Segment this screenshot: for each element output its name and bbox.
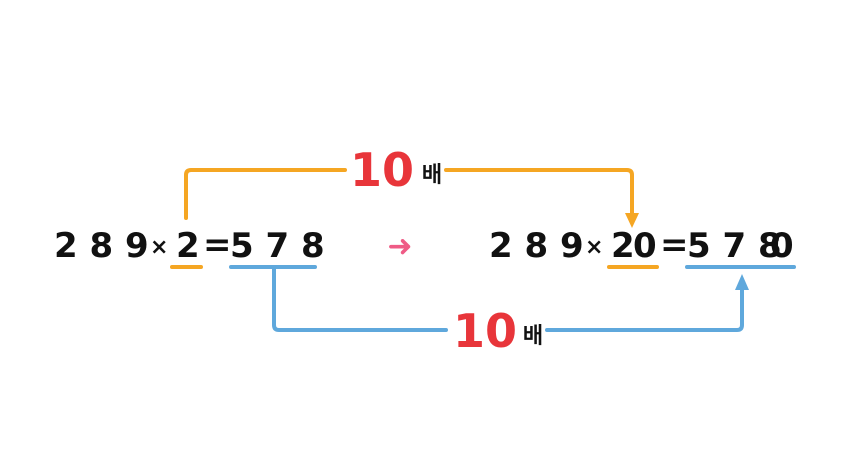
top-connector-arrowhead [625,213,639,228]
top-multiplier-number: 10 [350,143,414,197]
top-connector: 10 배 [184,143,639,228]
left-product: 5 7 8 [230,226,325,266]
right-multiplier-digit: 2 [611,226,635,266]
left-times-sign: × [150,235,168,260]
right-equation: 2 8 9 × 2 0 = 5 7 8 0 [489,225,796,269]
bottom-connector-arrowhead [735,274,749,290]
right-multiplier-added-zero: 0 [633,226,657,266]
top-connector-line [184,168,634,220]
right-equals-sign: = [660,225,689,265]
right-product-digits: 5 7 8 [687,226,782,266]
bottom-multiplier-unit: 배 [523,324,543,349]
right-product-added-zero: 0 [770,226,794,266]
left-equation: 2 8 9 × 2 = 5 7 8 [54,225,325,269]
right-multiplicand: 2 8 9 [489,226,584,266]
right-times-sign: × [585,235,603,260]
left-multiplier: 2 [176,226,200,266]
left-multiplicand: 2 8 9 [54,226,149,266]
left-equals-sign: = [203,225,232,265]
bottom-multiplier-number: 10 [453,304,517,358]
top-multiplier-unit: 배 [422,163,442,188]
bottom-connector-line [272,267,744,332]
bottom-connector: 10 배 [272,267,749,358]
transition-arrow-icon: ➜ [387,229,412,264]
